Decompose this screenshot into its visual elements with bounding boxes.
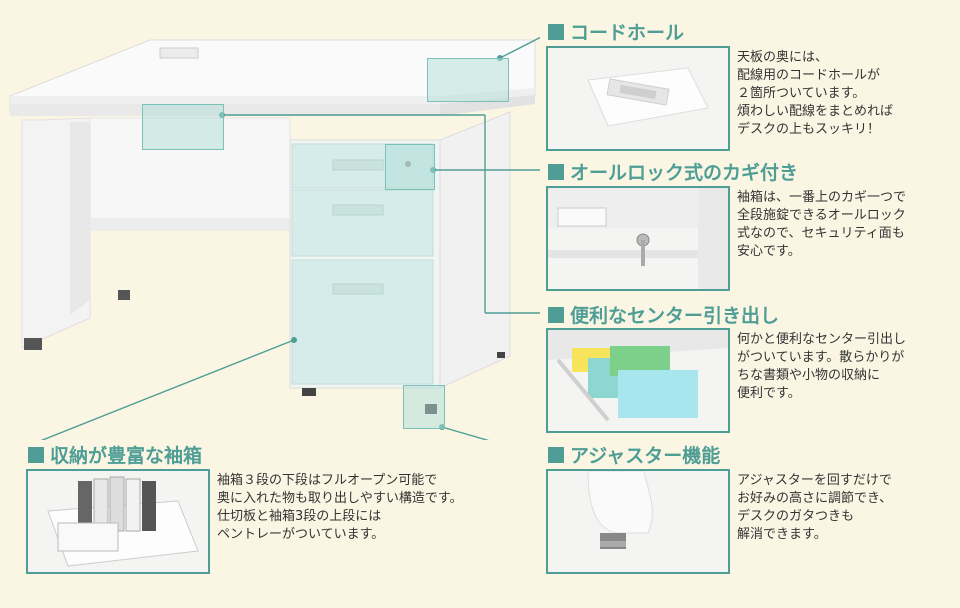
all-lock-title: オールロック式のカギ付き (548, 161, 798, 185)
all-lock-description: 袖箱は、一番上のカギ一つで 全段施錠できるオールロック 式なので、セキュリティ面… (737, 190, 907, 259)
cord-hole-description: 天板の奥には、 配線用のコードホールが ２箇所ついています。 煩わしい配線をまと… (737, 50, 894, 137)
drawer-key-photo-icon (548, 188, 728, 289)
adjuster-foot-photo-icon (548, 471, 728, 572)
desk-illustration (9, 36, 540, 440)
open-drawer-photo-icon (28, 471, 208, 572)
title-marker-icon (548, 24, 564, 40)
all-lock-thumbnail (546, 186, 730, 291)
callout-lock (385, 144, 435, 190)
callout-center-drawer (142, 104, 224, 150)
adjuster-thumbnail (546, 469, 730, 574)
title-marker-icon (548, 447, 564, 463)
storage-thumbnail (26, 469, 210, 574)
cord-hole-photo-icon (548, 48, 728, 149)
center-drawer-title: 便利なセンター引き出し (548, 304, 779, 328)
center-drawer-photo-icon (548, 330, 728, 431)
center-drawer-thumbnail (546, 328, 730, 433)
cord-hole-title: コードホール (548, 21, 684, 45)
cord-hole-thumbnail (546, 46, 730, 151)
storage-description: 袖箱３段の下段はフルオープン可能で 奥に入れた物も取り出しやすい構造です。 仕切… (217, 473, 463, 542)
center-drawer-description: 何かと便利なセンター引出し がついています。散らかりが ちな書類や小物の収納に … (737, 332, 907, 401)
adjuster-description: アジャスターを回すだけで お好みの高さに調節でき、 デスクのガタつきも 解消でき… (737, 473, 893, 542)
storage-title: 収納が豊富な袖箱 (28, 444, 202, 468)
title-marker-icon (28, 447, 44, 463)
title-marker-icon (548, 307, 564, 323)
callout-adjuster (403, 385, 445, 429)
callout-cord-hole (427, 58, 509, 102)
adjuster-title: アジャスター機能 (548, 444, 720, 468)
title-marker-icon (548, 164, 564, 180)
